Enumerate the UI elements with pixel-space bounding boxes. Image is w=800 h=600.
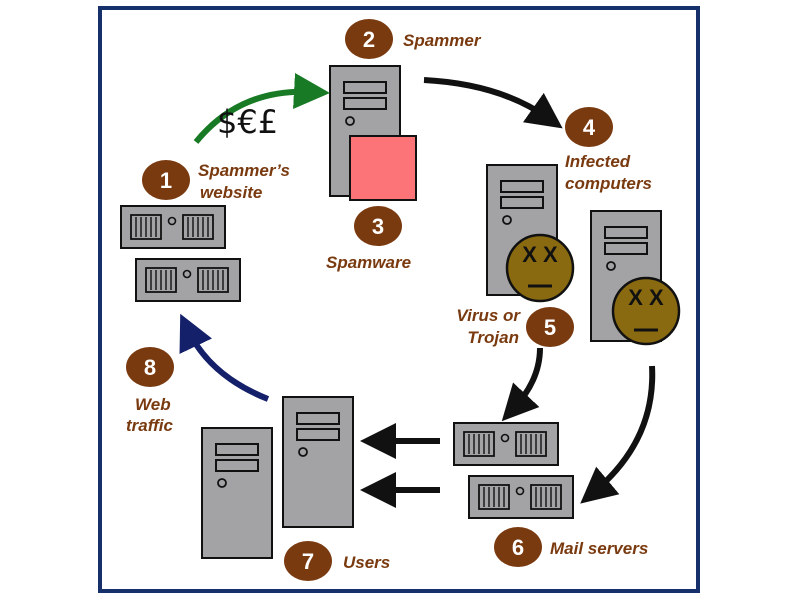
svg-text:7: 7 <box>302 549 314 574</box>
svg-text:X X: X X <box>522 242 558 267</box>
svg-text:X X: X X <box>628 285 664 310</box>
svg-text:6: 6 <box>512 535 524 560</box>
money-flow-arrow <box>193 73 330 144</box>
mail-server-top <box>453 422 559 466</box>
label-spammers-website-line2: website <box>200 183 262 202</box>
label-spamware: Spamware <box>326 253 411 272</box>
step-badge-8: 8 <box>126 347 174 387</box>
label-spammers-website-line1: Spammer’s <box>198 161 290 180</box>
infected-face-icon: X X <box>505 233 575 303</box>
money-symbols: $€£ <box>217 103 278 141</box>
spammer-to-infected-arrow <box>423 77 563 129</box>
label-virus-line2: Trojan <box>467 328 519 347</box>
svg-text:8: 8 <box>144 355 156 380</box>
label-mail-servers: Mail servers <box>550 539 648 558</box>
mail-server-bottom <box>468 475 574 519</box>
svg-text:4: 4 <box>583 115 596 140</box>
virus-to-mail-server-arrow <box>501 347 543 422</box>
step-badge-2: 2 <box>345 19 393 59</box>
label-web-traffic-line2: traffic <box>126 416 173 435</box>
svg-text:2: 2 <box>363 27 375 52</box>
step-badge-6: 6 <box>494 527 542 567</box>
label-spammer: Spammer <box>403 31 482 50</box>
spammer-website-server-bottom <box>135 258 241 302</box>
label-web-traffic-line1: Web <box>135 395 171 414</box>
infected-face-icon: X X <box>611 276 681 346</box>
label-virus-line1: Virus or <box>456 306 521 325</box>
svg-text:5: 5 <box>544 315 556 340</box>
user-computer-2 <box>282 396 354 528</box>
step-badge-7: 7 <box>284 541 332 581</box>
step-badge-4: 4 <box>565 107 613 147</box>
step-badge-5: 5 <box>526 307 574 347</box>
label-infected-line2: computers <box>565 174 652 193</box>
spamware-box-icon <box>349 135 417 201</box>
svg-text:1: 1 <box>160 168 172 193</box>
user-computer-1 <box>201 427 273 559</box>
infected-to-mail-server-arrow <box>580 365 656 504</box>
label-users: Users <box>343 553 390 572</box>
svg-text:3: 3 <box>372 214 384 239</box>
web-traffic-arrow <box>179 313 270 402</box>
label-infected-line1: Infected <box>565 152 631 171</box>
spammer-website-server-top <box>120 205 226 249</box>
step-badge-1: 1 <box>142 160 190 200</box>
step-badge-3: 3 <box>354 206 402 246</box>
